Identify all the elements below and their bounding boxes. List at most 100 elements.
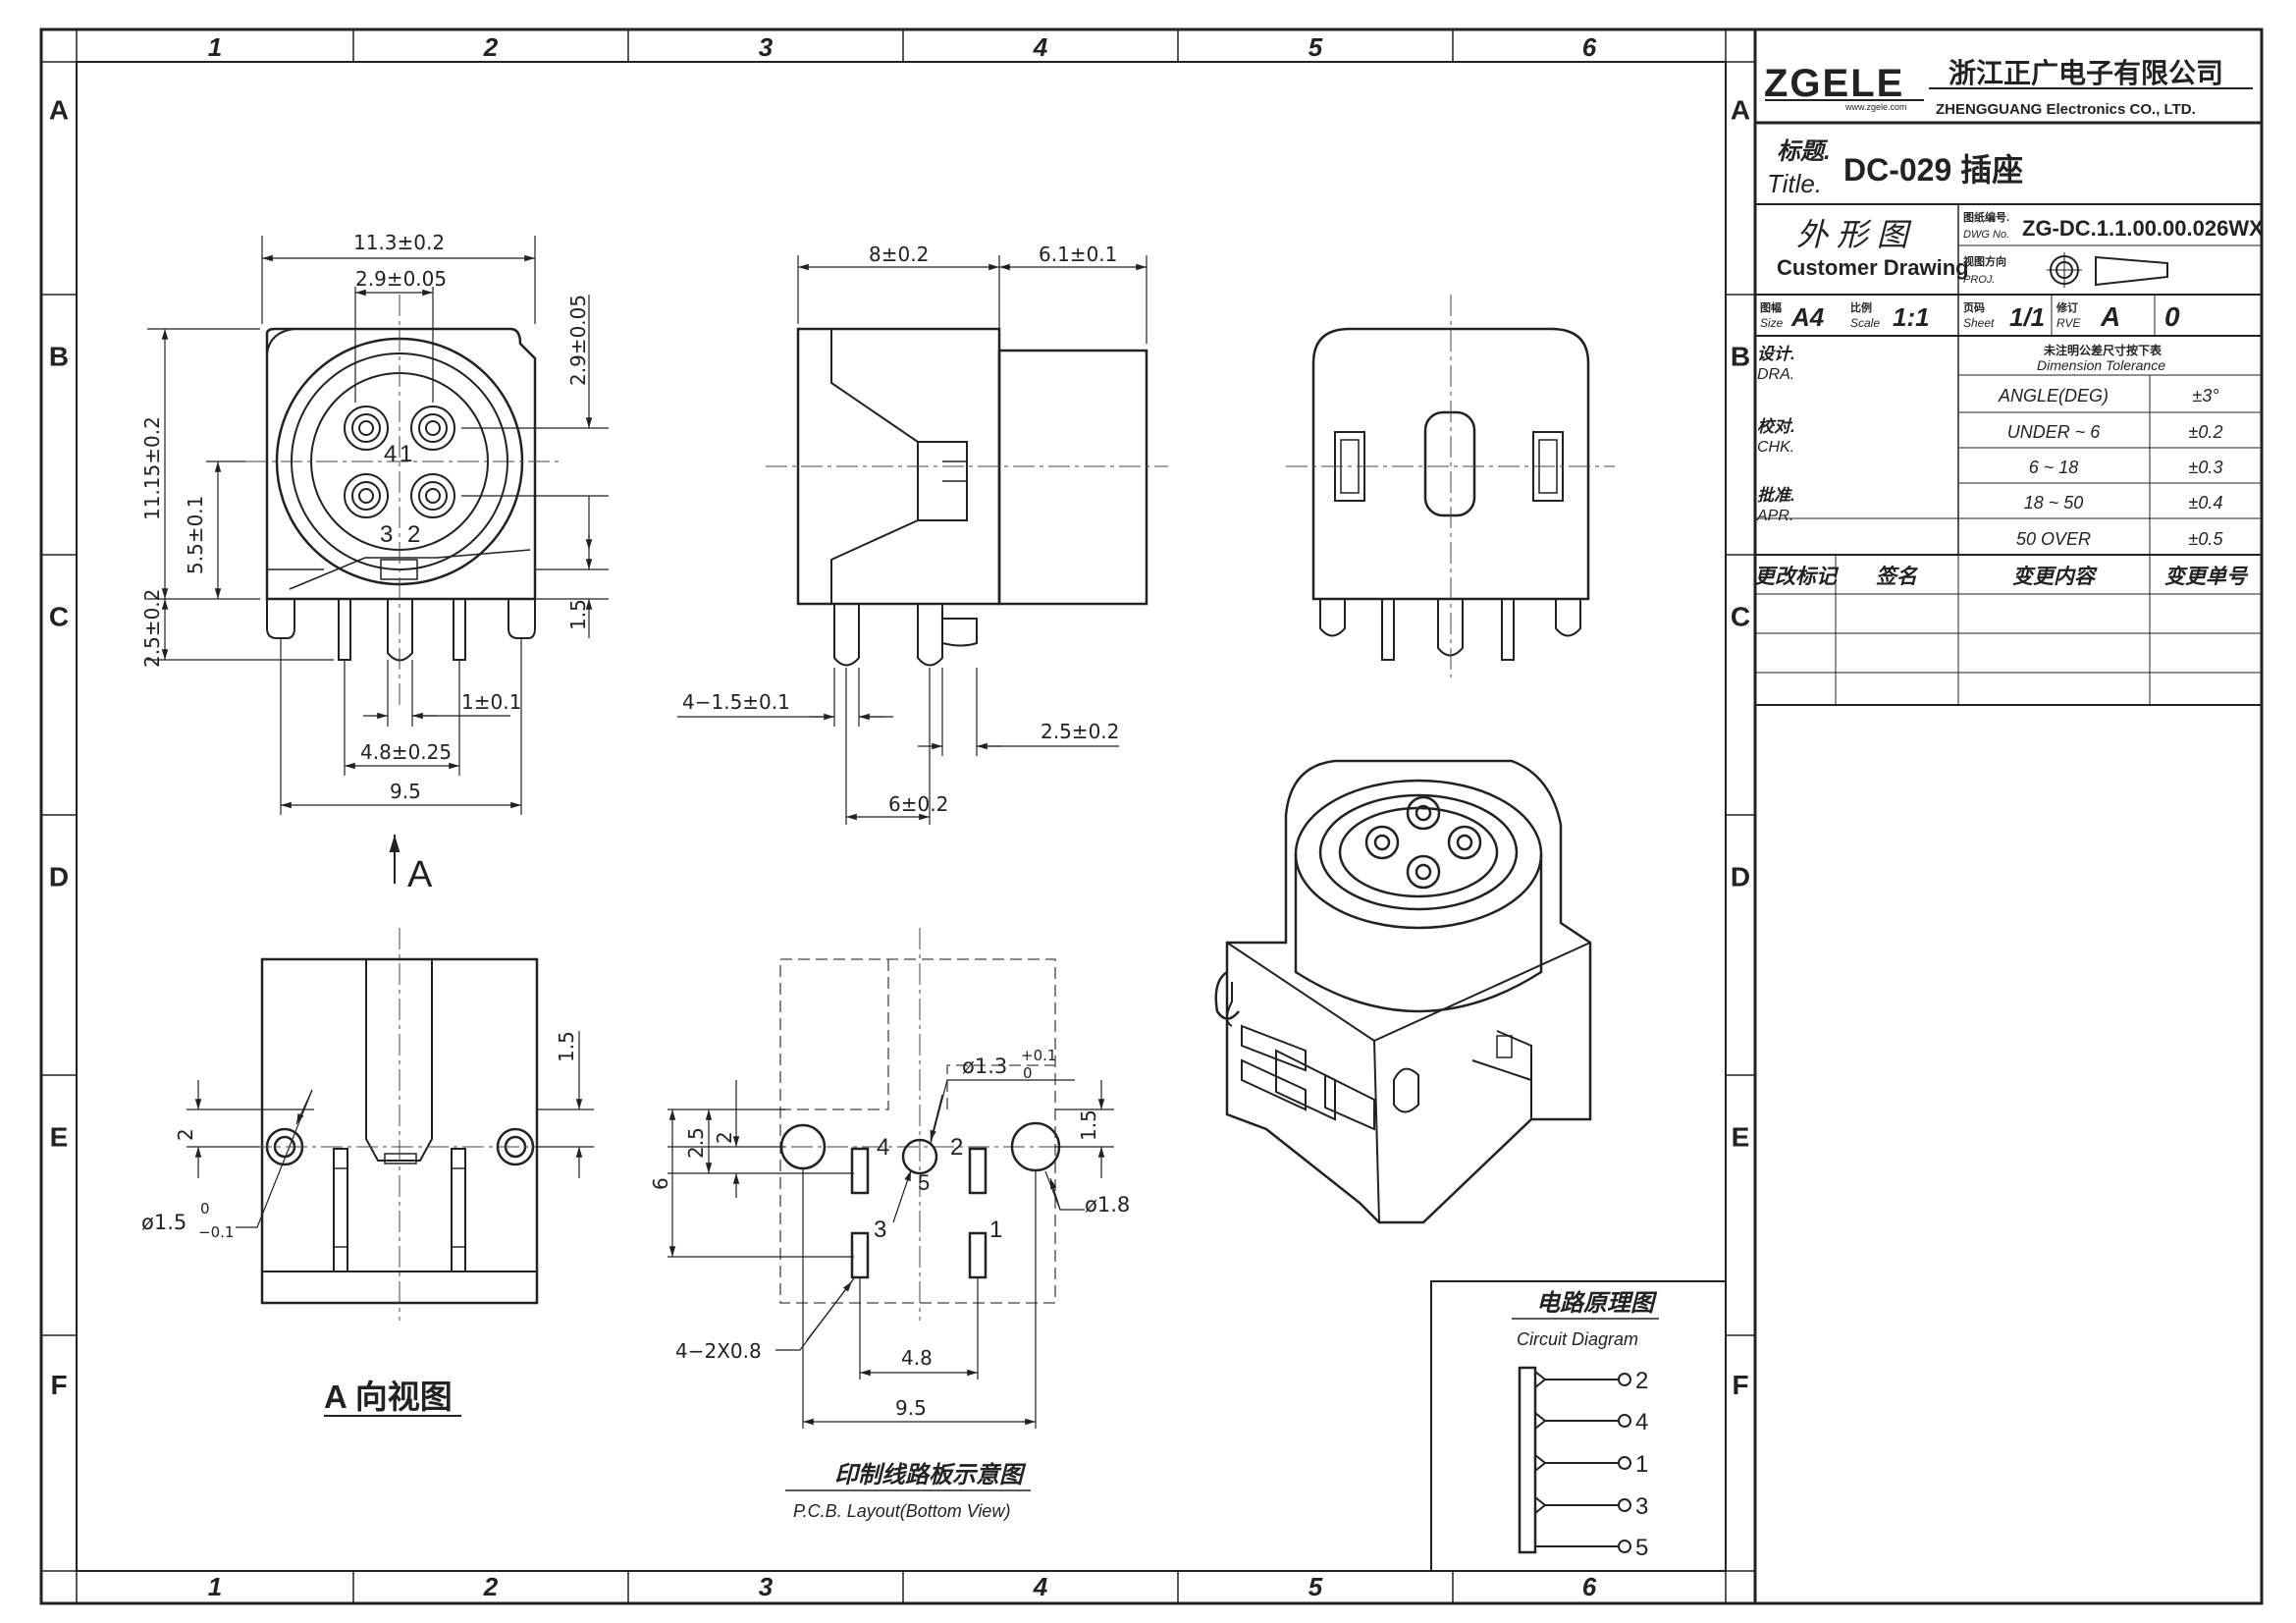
pcb-centerlines — [756, 928, 1080, 1321]
tolerance-value: ±0.5 — [2189, 529, 2224, 549]
sheet-label-cn: 页码 — [1963, 301, 1985, 314]
dim-side-pins: 4.8±0.25 — [360, 740, 452, 764]
tolerance-title-cn: 未注明公差尺寸按下表 — [2043, 343, 2163, 357]
zone-row-left-D: D — [49, 862, 69, 893]
pad-label-4: 4 — [877, 1134, 889, 1161]
company-logo: ZGELE — [1764, 62, 1904, 105]
zone-col-bottom-5: 5 — [1308, 1572, 1323, 1601]
title-block — [1755, 87, 2262, 706]
tolerance-value: ±0.3 — [2189, 458, 2223, 477]
revision-table-header: 更改标记签名变更内容变更单号 — [1754, 565, 2249, 588]
pin-label-4: 4 — [384, 441, 397, 467]
company-logo-url: www.zgele.com — [1844, 102, 1907, 112]
zone-row-left-E: E — [50, 1122, 69, 1153]
size-label-en: Size — [1760, 316, 1784, 330]
dwg-no-label-en: DWG No. — [1963, 229, 2009, 241]
zone-row-right-B: B — [1731, 342, 1750, 372]
sheet-frame — [39, 27, 2264, 1605]
tolerance-value: ±0.4 — [2189, 493, 2223, 513]
dim-pin-pitch-h: 2.9±0.05 — [355, 267, 447, 291]
scale-value: 1:1 — [1893, 302, 1930, 332]
tolerance-range: UNDER ~ 6 — [2007, 422, 2102, 442]
dim-pcb-6: 6 — [649, 1177, 672, 1190]
tolerance-range: 18 ~ 50 — [2024, 493, 2084, 513]
pin-terminal — [1618, 1414, 1631, 1428]
pin-label-3: 3 — [380, 521, 393, 548]
projection-symbol-icon — [2047, 252, 2168, 288]
zone-row-right-A: A — [1731, 95, 1750, 126]
zone-row-left-B: B — [49, 342, 69, 372]
bottom-view-labels: 1.5 2 ø1.5 0 −0.1 A 向视图 — [141, 1031, 578, 1417]
zone-col-bottom-1: 1 — [208, 1572, 222, 1601]
pcb-dimensions — [667, 1079, 1114, 1429]
dim-height: 11.15±0.2 — [140, 416, 164, 520]
zone-col-top-2: 2 — [483, 32, 499, 62]
pin-terminal — [1618, 1456, 1631, 1470]
dim-hole-tol-upper: 0 — [200, 1200, 210, 1217]
tolerance-range: 50 OVER — [2016, 529, 2091, 549]
dim-flange: 1.5 — [566, 599, 590, 630]
title-block-text: ZGELE www.zgele.com 浙江正广电子有限公司 ZHENGGUAN… — [1754, 58, 2264, 588]
view-arrow-label: A — [407, 854, 433, 895]
zone-col-top-1: 1 — [208, 32, 222, 62]
revision-header: 签名 — [1876, 565, 1919, 588]
dim-center-hole-tol-upper: +0.1 — [1021, 1047, 1056, 1064]
zone-col-bottom-4: 4 — [1033, 1572, 1048, 1601]
bottom-view-dimensions — [187, 1031, 594, 1228]
circuit-title-cn: 电路原理图 — [1536, 1290, 1658, 1317]
dim-center-height: 5.5±0.1 — [184, 496, 207, 574]
apr-label-en: APR. — [1756, 508, 1793, 524]
zone-row-right-D: D — [1731, 862, 1750, 893]
zone-column-markers: 1 1 2 2 3 3 4 4 5 5 6 6 — [208, 29, 1597, 1603]
dra-label-en: DRA. — [1757, 366, 1794, 383]
sheet-label-en: Sheet — [1963, 316, 1995, 330]
rve-number: 0 — [2164, 301, 2180, 332]
circuit-pin-label-5: 5 — [1635, 1535, 1648, 1561]
pcb-labels: 6 2.5 2 ø1.3 +0.1 0 1.5 ø1.8 4−2X0.8 4.8… — [649, 1047, 1130, 1521]
pcb-caption-cn: 印制线路板示意图 — [834, 1462, 1027, 1488]
dwg-no-value: ZG-DC.1.1.00.00.026WX — [2022, 216, 2264, 241]
bottom-view-centerlines — [250, 928, 555, 1321]
circuit-pin-label-4: 4 — [1635, 1409, 1648, 1435]
front-view-centerlines — [245, 295, 560, 707]
drawing-type-cn: 外 形 图 — [1796, 217, 1912, 252]
dim-flange-thickness: 1.5 — [555, 1031, 578, 1062]
company-name-cn: 浙江正广电子有限公司 — [1949, 58, 2223, 88]
contact-spring — [1534, 1412, 1547, 1430]
contact-spring — [1534, 1496, 1547, 1514]
side-view — [796, 327, 1148, 667]
zone-col-top-4: 4 — [1033, 32, 1048, 62]
zone-col-top-3: 3 — [759, 32, 774, 62]
circuit-pin-label-2: 2 — [1635, 1368, 1648, 1394]
pin-terminal — [1618, 1373, 1631, 1386]
revision-header: 变更内容 — [2012, 565, 2098, 588]
circuit-pin-label-3: 3 — [1635, 1493, 1648, 1520]
zone-col-bottom-3: 3 — [759, 1572, 774, 1601]
dim-pin-diameter: 4−1.5±0.1 — [682, 690, 790, 714]
zone-row-left-F: F — [50, 1370, 67, 1400]
tolerance-title-en: Dimension Tolerance — [2037, 357, 2165, 373]
contact-spring — [1534, 1454, 1547, 1472]
company-name-en: ZHENGGUANG Electronics CO., LTD. — [1936, 101, 2196, 118]
chk-label-cn: 校对. — [1757, 417, 1795, 436]
pad-label-2: 2 — [950, 1134, 963, 1161]
circuit-pin-label-1: 1 — [1635, 1451, 1648, 1478]
zone-col-bottom-6: 6 — [1582, 1572, 1597, 1601]
rear-view-centerlines — [1286, 295, 1615, 677]
sheet-value: 1/1 — [2009, 302, 2045, 332]
dim-pcb-1-5: 1.5 — [1077, 1109, 1100, 1141]
dra-label-cn: 设计. — [1757, 345, 1795, 363]
dim-hole-diameter: ø1.5 — [141, 1211, 187, 1234]
circuit-box — [1430, 1280, 1726, 1571]
proj-label-cn: 视图方向 — [1963, 254, 2006, 268]
tolerance-value: ±3° — [2192, 386, 2218, 406]
title-value: DC-029 插座 — [1843, 152, 2023, 188]
zone-row-left-A: A — [49, 95, 69, 126]
tolerance-range: 6 ~ 18 — [2029, 458, 2079, 477]
circuit-title-en: Circuit Diagram — [1517, 1329, 1638, 1349]
title-label-cn: 标题. — [1777, 138, 1831, 165]
dim-hole-offset: 2 — [174, 1128, 197, 1141]
pad-label-1: 1 — [989, 1217, 1002, 1243]
pad-label-5: 5 — [918, 1170, 930, 1195]
